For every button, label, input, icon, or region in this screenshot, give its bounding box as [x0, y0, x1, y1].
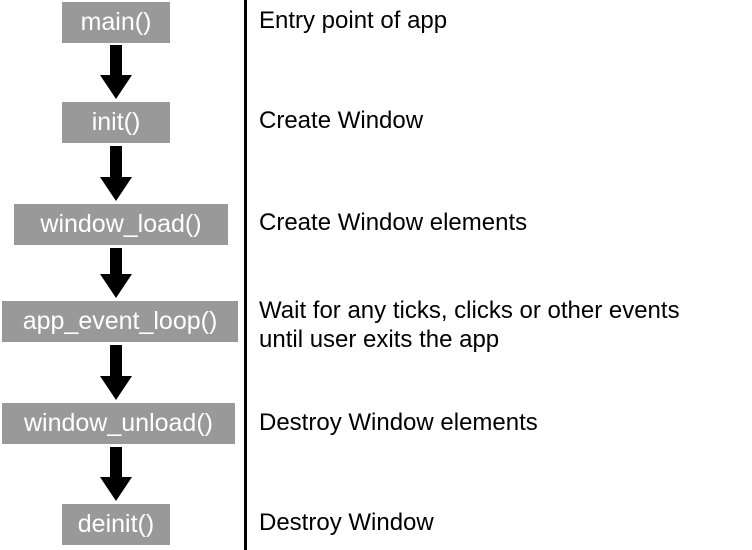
arrow-main-to-init [100, 45, 132, 99]
description-column: Entry point of app Create Window Create … [247, 0, 752, 550]
arrow-init-to-window-load [100, 146, 132, 201]
flow-node-main[interactable]: main() [62, 2, 170, 43]
description-window-load: Create Window elements [259, 209, 528, 236]
flow-node-window-load[interactable]: window_load() [14, 204, 228, 245]
flow-node-column: main() init() window_load() app_event_lo… [0, 0, 244, 550]
description-main: Entry point of app [259, 7, 448, 34]
arrow-app-event-loop-to-window-unload [100, 345, 132, 400]
arrow-window-unload-to-deinit [100, 447, 132, 501]
flow-node-window-unload[interactable]: window_unload() [2, 403, 235, 444]
arrow-window-load-to-app-event-loop [100, 248, 132, 298]
description-window-unload: Destroy Window elements [259, 409, 538, 436]
description-deinit: Destroy Window [259, 509, 434, 536]
flow-node-deinit[interactable]: deinit() [62, 504, 170, 545]
flow-node-app-event-loop[interactable]: app_event_loop() [2, 301, 238, 342]
description-init: Create Window [259, 107, 424, 134]
flow-node-init[interactable]: init() [62, 102, 170, 143]
description-app-event-loop: Wait for any ticks, clicks or other even… [259, 297, 680, 353]
vertical-divider [244, 0, 247, 550]
